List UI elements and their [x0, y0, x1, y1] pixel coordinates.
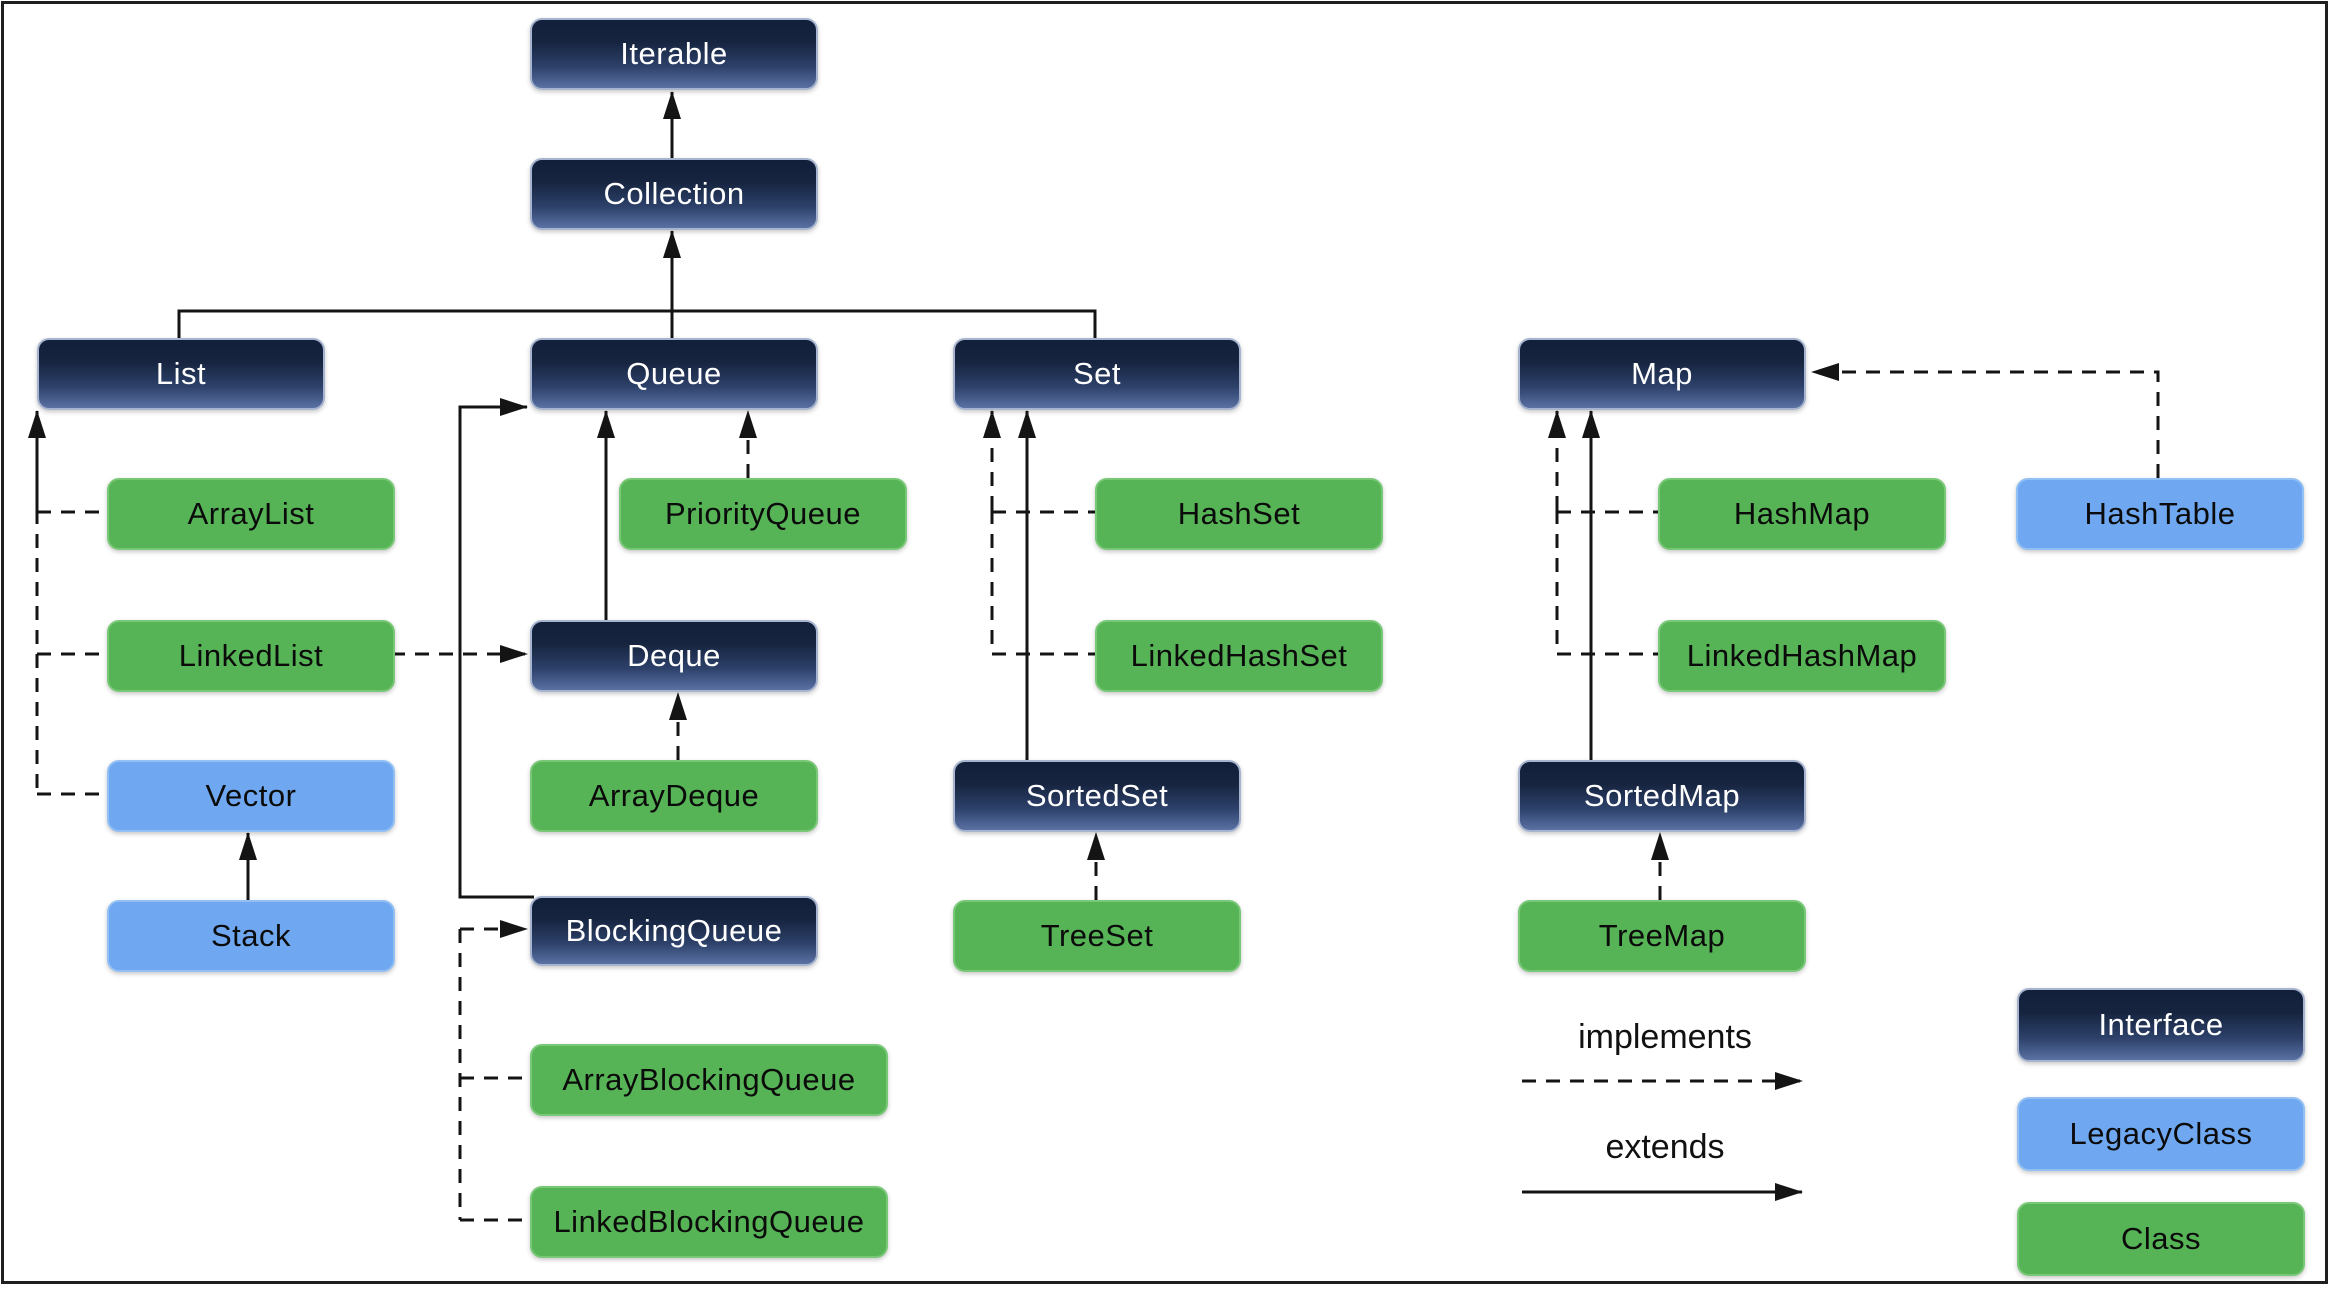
node-sortedmap: SortedMap — [1518, 760, 1806, 832]
node-set: Set — [953, 338, 1241, 410]
node-arraylist: ArrayList — [107, 478, 395, 550]
node-linkedlist: LinkedList — [107, 620, 395, 692]
node-stack: Stack — [107, 900, 395, 972]
edge-implements-hashtable-map — [1811, 363, 2160, 478]
legend-implements-label: implements — [1578, 1018, 1752, 1056]
node-hashtable: HashTable — [2016, 478, 2304, 550]
node-linkedhashset: LinkedHashSet — [1095, 620, 1383, 692]
node-arraydeque: ArrayDeque — [530, 760, 818, 832]
node-list: List — [37, 338, 325, 410]
node-vector: Vector — [107, 760, 395, 832]
node-collection: Collection — [530, 158, 818, 230]
edge-extends-branch-list-queue-set — [177, 309, 1097, 338]
node-linkedblockingqueue: LinkedBlockingQueue — [530, 1186, 888, 1258]
node-blockingqueue: BlockingQueue — [530, 896, 818, 966]
node-linkedhashmap: LinkedHashMap — [1658, 620, 1946, 692]
node-legend-class: Class — [2017, 1202, 2305, 1276]
node-legend-legacy: LegacyClass — [2017, 1097, 2305, 1171]
node-deque: Deque — [530, 620, 818, 692]
node-treemap: TreeMap — [1518, 900, 1806, 972]
node-treeset: TreeSet — [953, 900, 1241, 972]
node-iterable: Iterable — [530, 18, 818, 90]
node-map: Map — [1518, 338, 1806, 410]
node-hashmap: HashMap — [1658, 478, 1946, 550]
legend-extends-label: extends — [1605, 1128, 1725, 1166]
node-legend-interface: Interface — [2017, 988, 2305, 1062]
node-sortedset: SortedSet — [953, 760, 1241, 832]
node-priorityqueue: PriorityQueue — [619, 478, 907, 550]
node-arrayblockingqueue: ArrayBlockingQueue — [530, 1044, 888, 1116]
edge-extends-blockingqueue-queue — [458, 398, 534, 899]
node-hashset: HashSet — [1095, 478, 1383, 550]
node-queue: Queue — [530, 338, 818, 410]
